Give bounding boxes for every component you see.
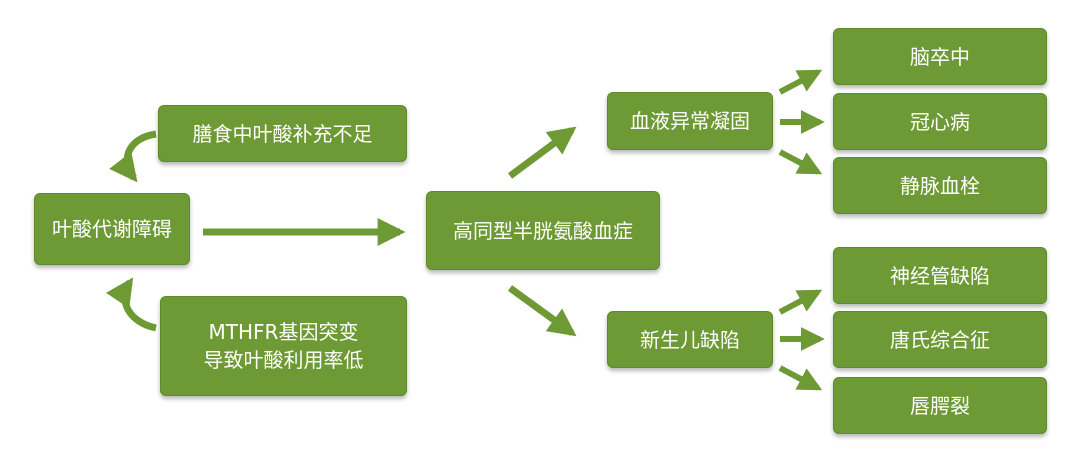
- node-neural-tube: 神经管缺陷: [833, 247, 1047, 304]
- node-homocysteinemia-label: 高同型半胱氨酸血症: [453, 218, 633, 243]
- node-venous-thrombosis-label: 静脉血栓: [900, 173, 980, 198]
- node-coronary: 冠心病: [833, 93, 1047, 150]
- arrow-to-cleft-lip: [778, 365, 823, 391]
- node-cleft-lip: 唇腭裂: [833, 377, 1047, 434]
- node-newborn-defects: 新生儿缺陷: [607, 311, 773, 368]
- arrow-dietary-to-metabolism: [109, 130, 157, 183]
- node-stroke-label: 脑卒中: [910, 44, 970, 69]
- node-neural-tube-label: 神经管缺陷: [890, 263, 990, 288]
- node-newborn-defects-label: 新生儿缺陷: [640, 327, 740, 352]
- node-cleft-lip-label: 唇腭裂: [910, 393, 970, 418]
- node-stroke: 脑卒中: [833, 28, 1047, 85]
- node-mthfr: MTHFR基因突变 导致叶酸利用率低: [160, 296, 407, 396]
- node-blood-coagulation: 血液异常凝固: [607, 92, 773, 150]
- node-down-syndrome-label: 唐氏综合征: [890, 327, 990, 352]
- arrow-to-newborn-defects: [507, 285, 577, 337]
- node-folate-metabolism-label: 叶酸代谢障碍: [52, 217, 172, 241]
- arrow-to-venous-thrombosis: [778, 149, 823, 175]
- node-mthfr-line1: MTHFR基因突变: [208, 320, 359, 344]
- arrow-mthfr-to-metabolism: [105, 277, 157, 332]
- node-homocysteinemia: 高同型半胱氨酸血症: [426, 191, 660, 270]
- node-blood-coagulation-label: 血液异常凝固: [630, 109, 750, 133]
- node-dietary-folate: 膳食中叶酸补充不足: [158, 105, 407, 162]
- node-folate-metabolism: 叶酸代谢障碍: [34, 193, 190, 265]
- arrow-to-neural-tube: [778, 289, 823, 315]
- node-coronary-label: 冠心病: [910, 109, 970, 134]
- node-mthfr-line2: 导致叶酸利用率低: [203, 348, 364, 372]
- arrow-to-stroke: [778, 69, 823, 95]
- node-dietary-folate-label: 膳食中叶酸补充不足: [192, 121, 373, 146]
- node-down-syndrome: 唐氏综合征: [833, 311, 1047, 368]
- node-venous-thrombosis: 静脉血栓: [833, 157, 1047, 214]
- arrow-to-blood-coagulation: [507, 126, 577, 179]
